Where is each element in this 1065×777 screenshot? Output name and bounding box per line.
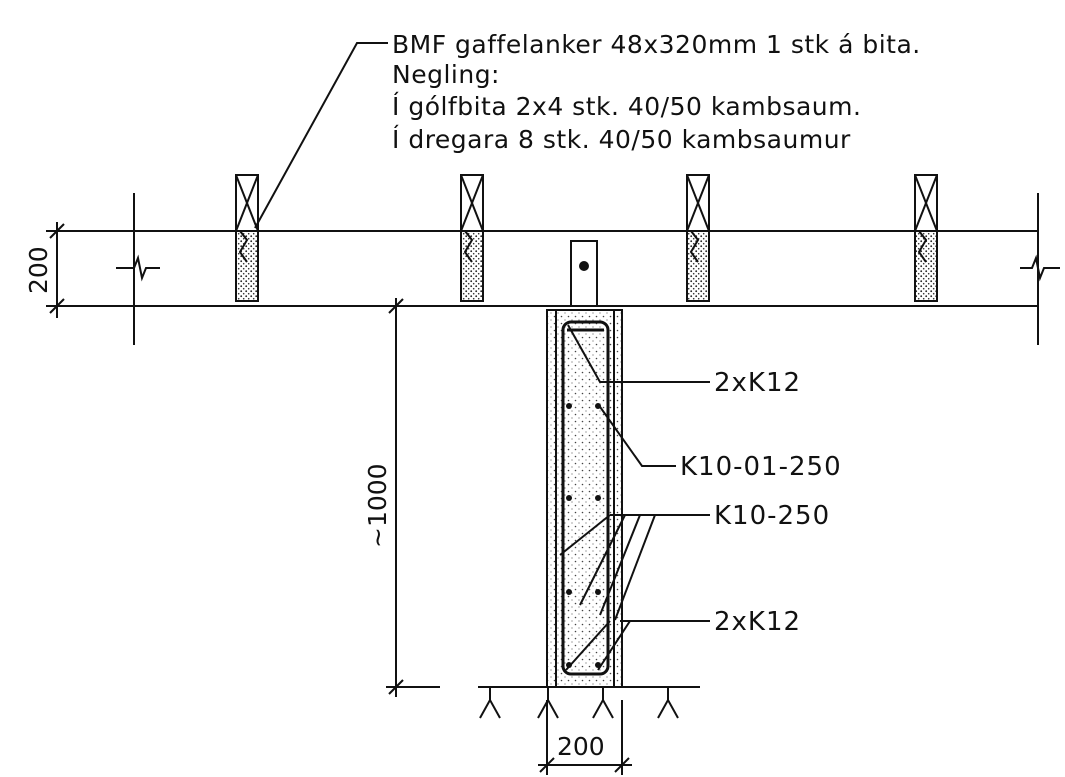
- joist-2: [460, 174, 484, 302]
- note-line-joist-nailing: Í gólfbita 2x4 stk. 40/50 kambsaum.: [392, 92, 861, 121]
- label-bottom-bars: 2xK12: [714, 607, 801, 637]
- joist-1: [235, 174, 259, 302]
- note-line-anchor: BMF gaffelanker 48x320mm 1 stk á bita.: [392, 30, 921, 59]
- post-anchor: [570, 240, 598, 307]
- beam: [116, 193, 1060, 345]
- dim-beam-height: 200: [24, 246, 53, 294]
- break-symbol-left: [116, 254, 160, 282]
- ground: [478, 686, 700, 719]
- joist-3: [686, 174, 710, 302]
- stirrup: [561, 320, 610, 676]
- label-top-bars: 2xK12: [714, 368, 801, 398]
- note-line-girder-nailing: Í dregara 8 stk. 40/50 kambsaumur: [392, 125, 851, 154]
- dimension-lines: [46, 222, 632, 775]
- concrete-column: [546, 309, 623, 688]
- joist-4: [914, 174, 938, 302]
- label-links: K10-250: [714, 501, 830, 531]
- label-stirrup: K10-01-250: [680, 452, 842, 482]
- joists: [235, 174, 938, 302]
- break-symbol-right: [1020, 254, 1060, 282]
- dim-column-width: 200: [557, 732, 605, 761]
- dim-column-height: ~1000: [363, 463, 392, 548]
- note-line-nailing: Negling:: [392, 60, 500, 89]
- leaders: [254, 42, 710, 671]
